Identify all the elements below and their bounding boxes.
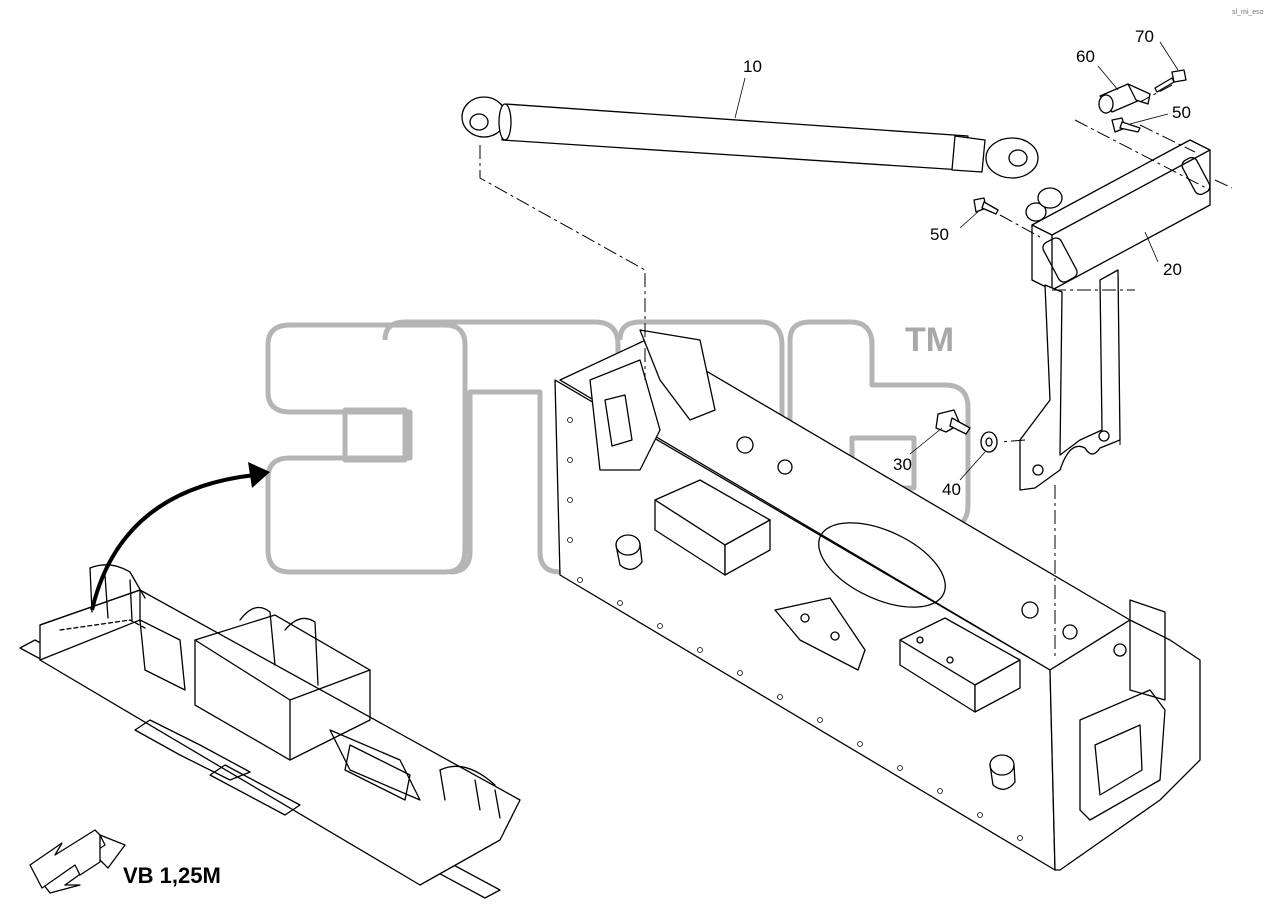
callout-50-upper: 50 (1172, 103, 1191, 122)
callout-40: 40 (942, 480, 961, 499)
part-70-screw (1154, 69, 1187, 93)
callout-20: 20 (1163, 260, 1182, 279)
callout-60: 60 (1076, 47, 1095, 66)
arrow-head-icon (248, 462, 270, 488)
part-10-strut (461, 96, 1039, 179)
direction-arrow-icon (29, 829, 126, 894)
part-50-screw-upper (1111, 117, 1141, 133)
frame-edge-holes (567, 417, 1023, 841)
callout-50-lower: 50 (930, 225, 949, 244)
view-label: VB 1,25M (123, 863, 221, 888)
callout-10: 10 (743, 57, 762, 76)
machine-overview-sketch (19, 462, 521, 899)
assembly-lines (479, 84, 1233, 660)
part-60-pin (1098, 83, 1151, 114)
part-50-screw-lower (973, 197, 999, 215)
callout-30: 30 (893, 455, 912, 474)
part-30-bolt (935, 409, 971, 435)
part-40-washer (980, 431, 998, 453)
callout-70: 70 (1135, 27, 1154, 46)
corner-code: sl_mi_eso (1232, 9, 1264, 16)
main-frame (554, 329, 1201, 871)
part-20-bracket (1019, 139, 1211, 491)
leader-lines (734, 41, 1179, 481)
trademark-label: TM (905, 321, 954, 359)
detail-pointer-arrow (90, 473, 256, 611)
